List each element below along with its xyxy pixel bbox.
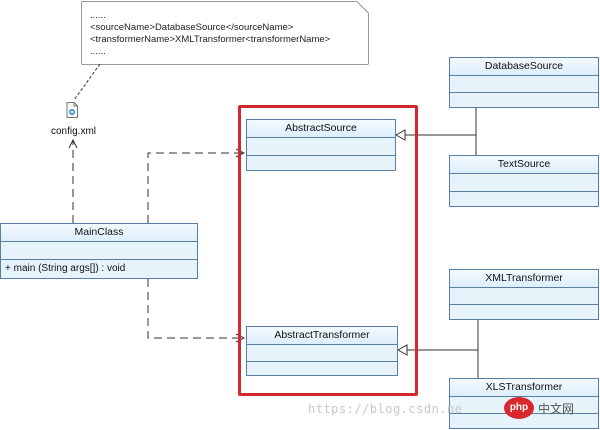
class-name: TextSource bbox=[450, 156, 598, 174]
class-name: AbstractSource bbox=[247, 120, 395, 138]
php-logo-icon: php bbox=[504, 397, 534, 419]
class-abstracttransformer[interactable]: AbstractTransformer bbox=[246, 326, 398, 376]
dependency-mainclass-abstractsource bbox=[147, 153, 244, 223]
dependency-mainclass-abstracttransformer bbox=[147, 279, 244, 338]
class-xmltransformer[interactable]: XMLTransformer bbox=[449, 269, 599, 320]
class-attributes bbox=[450, 174, 598, 192]
class-mainclass[interactable]: MainClass + main (String args[]) : void bbox=[0, 223, 198, 279]
class-attributes bbox=[247, 345, 397, 362]
class-attributes bbox=[247, 138, 395, 156]
class-name: MainClass bbox=[1, 224, 197, 242]
class-operations bbox=[450, 93, 598, 109]
class-operations bbox=[450, 305, 598, 321]
class-name: XMLTransformer bbox=[450, 270, 598, 288]
class-attributes bbox=[1, 242, 197, 260]
abstraction-highlight-box bbox=[238, 105, 418, 396]
class-operation: + main (String args[]) : void bbox=[5, 263, 126, 274]
class-attributes bbox=[450, 76, 598, 93]
xml-file-icon[interactable] bbox=[66, 102, 78, 118]
class-abstractsource[interactable]: AbstractSource bbox=[246, 119, 396, 171]
class-name: XLSTransformer bbox=[450, 379, 598, 397]
xml-config-note: ...... <sourceName>DatabaseSource</sourc… bbox=[82, 2, 368, 64]
class-name: AbstractTransformer bbox=[247, 327, 397, 345]
class-textsource[interactable]: TextSource bbox=[449, 155, 599, 207]
note-line: <transformerName>XMLTransformer<transfor… bbox=[90, 34, 331, 45]
class-operations bbox=[450, 192, 598, 208]
note-line: <sourceName>DatabaseSource</sourceName> bbox=[90, 22, 294, 33]
config-file-label: config.xml bbox=[51, 126, 97, 137]
note-anchor-line bbox=[73, 63, 101, 101]
class-databasesource[interactable]: DatabaseSource bbox=[449, 57, 599, 108]
watermark-url: https://blog.csdn.ne bbox=[308, 402, 463, 416]
watermark-site-name: 中文网 bbox=[538, 402, 575, 416]
class-attributes bbox=[450, 288, 598, 305]
class-name: DatabaseSource bbox=[450, 58, 598, 76]
note-line: ...... bbox=[90, 46, 106, 57]
note-line: ...... bbox=[90, 10, 106, 21]
